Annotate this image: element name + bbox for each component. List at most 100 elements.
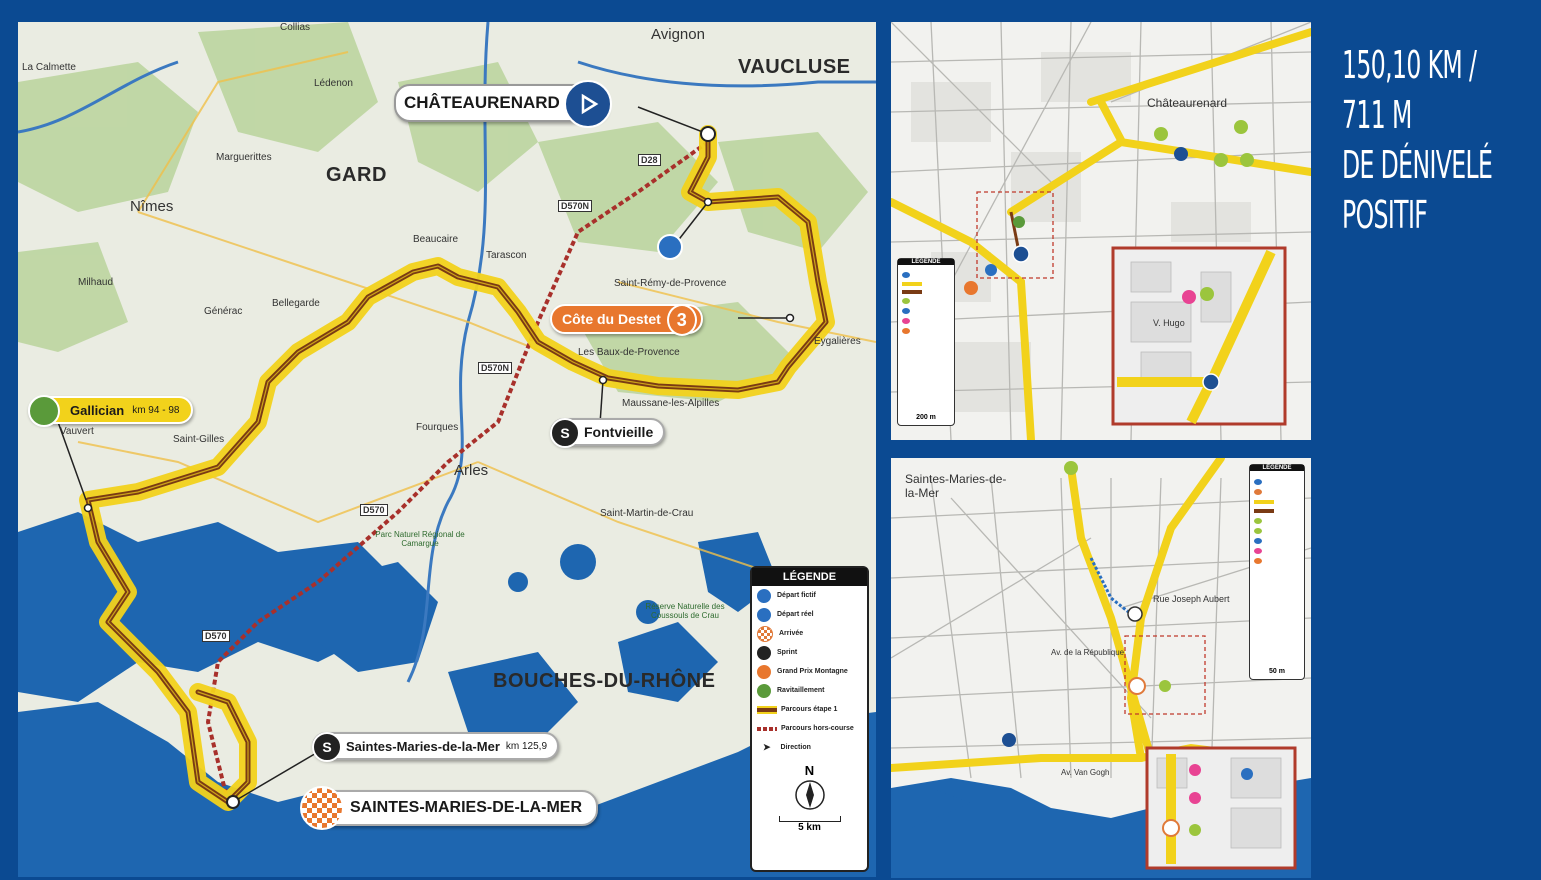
inset-poi-icon bbox=[1189, 824, 1201, 836]
road-d570-a: D570 bbox=[360, 504, 388, 516]
rivers bbox=[18, 22, 876, 683]
legend-item: Arrivée bbox=[752, 624, 867, 643]
stats-distance: 150,10 KM / bbox=[1342, 43, 1477, 87]
town-ledenon: Lédenon bbox=[314, 78, 353, 89]
feed-zone-icon bbox=[28, 395, 60, 427]
town-la-calmette: La Calmette bbox=[22, 62, 76, 73]
finish-icon bbox=[1128, 677, 1146, 695]
start-label: CHÂTEAURENARD bbox=[404, 93, 560, 112]
parking-icon bbox=[985, 264, 997, 276]
legend-item: Départ réel bbox=[752, 605, 867, 624]
sprint-a-point bbox=[598, 375, 608, 385]
sprint-saintes-maries-label: Saintes-Maries-de-la-Mer bbox=[346, 738, 500, 754]
off-course-route bbox=[205, 140, 710, 803]
finish-town-map[interactable]: Saintes-Maries-de-la-Mer Rue Joseph Aube… bbox=[891, 458, 1311, 878]
town-saint-remy: Saint-Rémy-de-Provence bbox=[614, 278, 727, 289]
info-icon bbox=[964, 281, 978, 295]
start-point bbox=[700, 126, 716, 142]
town-vauvert: Vauvert bbox=[60, 426, 94, 437]
parking-icon bbox=[1064, 461, 1078, 475]
start-icon bbox=[1012, 245, 1030, 263]
zoom-frame bbox=[976, 191, 1054, 279]
scale-bar: 5 km bbox=[752, 816, 867, 833]
inset-start-icon bbox=[1202, 373, 1220, 391]
legend-item: Parcours étape 1 bbox=[752, 700, 867, 719]
feed-zone-label: Gallician bbox=[70, 402, 125, 418]
start-map-legend: LÉGENDE 200 m bbox=[897, 258, 955, 426]
depart-reel-icon bbox=[757, 607, 771, 622]
region-bouches-du-rhone: BOUCHES-DU-RHÔNE bbox=[493, 670, 716, 692]
start-map-scale: 200 m bbox=[916, 414, 936, 421]
sprint-saintes-maries-marker[interactable]: S Saintes-Maries-de-la-Mer km 125,9 bbox=[312, 732, 560, 762]
stage-stats: 150,10 KM / 711 M DE DÉNIVELÉ POSITIF bbox=[1342, 40, 1528, 240]
region-vaucluse: VAUCLUSE bbox=[738, 56, 851, 78]
finish-marker[interactable]: SAINTES-MARIES-DE-LA-MER bbox=[300, 786, 598, 830]
stats-elevation-label: DE DÉNIVELÉ bbox=[1342, 143, 1493, 187]
label-coussouls: Réserve Naturelle des Coussouls de Crau bbox=[645, 602, 725, 620]
depart-fictif-icon bbox=[757, 588, 771, 603]
km0-icon bbox=[657, 234, 683, 260]
town-marguerittes: Marguerittes bbox=[216, 152, 272, 163]
town-generac: Générac bbox=[204, 306, 243, 317]
feed-zone-marker[interactable]: Gallician km 94 - 98 bbox=[28, 395, 194, 427]
legend-item: Départ fictif bbox=[752, 586, 867, 605]
town-tarascon: Tarascon bbox=[486, 250, 527, 261]
info-icon bbox=[1002, 733, 1016, 747]
finish-street-van-gogh: Av. Van Gogh bbox=[1061, 768, 1110, 777]
start-marker[interactable]: CHÂTEAURENARD bbox=[394, 80, 612, 128]
label-camargue-park: Parc Naturel Régional de Camargue bbox=[375, 530, 465, 548]
finish-street-republique: Av. de la République bbox=[1051, 648, 1125, 657]
north-arrow: N bbox=[752, 763, 867, 812]
feed-point bbox=[83, 503, 93, 513]
sprint-icon bbox=[757, 645, 771, 660]
town-saint-martin-de-crau: Saint-Martin-de-Crau bbox=[600, 508, 694, 519]
legend-item: Sprint bbox=[752, 643, 867, 662]
finish-approach-route bbox=[1089, 557, 1137, 620]
climb-label: Côte du Destet bbox=[562, 311, 661, 327]
legend-item: ➤Direction bbox=[763, 742, 811, 752]
sprint-saintes-maries-km: km 125,9 bbox=[505, 740, 548, 752]
finish-street-aubert: Rue Joseph Aubert bbox=[1153, 594, 1230, 604]
race-route bbox=[79, 125, 835, 811]
poi-icon bbox=[1159, 680, 1171, 692]
inset-poi-icon bbox=[1189, 764, 1201, 776]
climb-point bbox=[785, 313, 795, 323]
town-arles: Arles bbox=[454, 462, 489, 479]
town-les-baux: Les Baux-de-Provence bbox=[578, 347, 680, 358]
finish-map-legend: LÉGENDE 50 m bbox=[1249, 464, 1305, 680]
road-d28: D28 bbox=[638, 154, 661, 166]
town-eygalieres: Eygalières bbox=[814, 336, 861, 347]
stats-elevation: 711 M bbox=[1342, 93, 1412, 137]
start-town-map[interactable]: Châteaurenard V. Hugo LÉGENDE 200 m bbox=[891, 22, 1311, 440]
town-fourques: Fourques bbox=[416, 422, 459, 433]
start-flag-icon bbox=[563, 80, 612, 128]
finish-street-grid bbox=[891, 458, 1311, 878]
start-street-hugo: V. Hugo bbox=[1153, 318, 1185, 328]
finish-zoom-frame bbox=[1124, 635, 1206, 715]
sprint-b-icon: S bbox=[312, 732, 342, 762]
inset-finish-icon bbox=[1162, 819, 1180, 837]
climb-marker[interactable]: Côte du Destet 3 bbox=[550, 304, 703, 336]
sprint-fontvieille-marker[interactable]: S Fontvieille bbox=[550, 418, 666, 448]
inset-poi-icon bbox=[1182, 290, 1196, 304]
main-route-map[interactable]: GARD VAUCLUSE BOUCHES-DU-RHÔNE Avignon N… bbox=[18, 22, 876, 877]
map-terrain bbox=[18, 22, 876, 877]
legend-item: Grand Prix Montagne bbox=[752, 662, 867, 681]
km0-point bbox=[703, 197, 713, 207]
town-beaucaire: Beaucaire bbox=[413, 234, 459, 245]
direction-arrow-icon: ➤ bbox=[763, 742, 771, 752]
town-nimes: Nîmes bbox=[130, 198, 174, 215]
town-bellegarde: Bellegarde bbox=[272, 298, 320, 309]
town-collias: Collias bbox=[280, 22, 311, 33]
sprint-fontvieille-label: Fontvieille bbox=[584, 424, 654, 440]
town-avignon: Avignon bbox=[651, 26, 705, 43]
start-town-label: Châteaurenard bbox=[1147, 96, 1228, 110]
feed-icon bbox=[757, 683, 771, 698]
climb-icon bbox=[757, 664, 771, 679]
town-milhaud: Milhaud bbox=[78, 277, 114, 288]
inset-poi-icon bbox=[1189, 792, 1201, 804]
water-areas bbox=[18, 512, 876, 877]
legend-title: LÉGENDE bbox=[752, 568, 867, 586]
finish-town-label: Saintes-Maries-de-la-Mer bbox=[905, 472, 1007, 500]
